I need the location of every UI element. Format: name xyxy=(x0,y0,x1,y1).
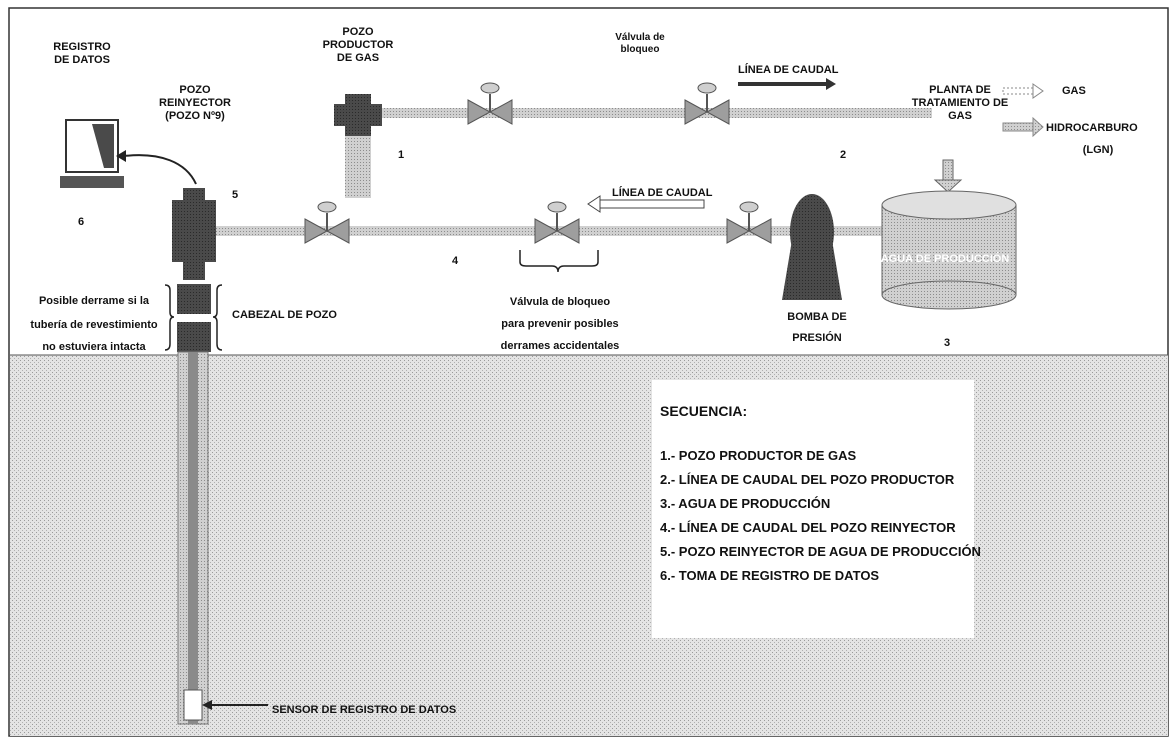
valve-icon xyxy=(467,82,513,125)
pump-label-2: PRESIÓN xyxy=(792,331,842,344)
valve-bottom-label-1: Válvula de bloqueo xyxy=(510,296,611,308)
flow-arrow-right-icon xyxy=(738,78,836,90)
valve-icon xyxy=(684,82,730,125)
flowline-mid-label: LÍNEA DE CAUDAL xyxy=(612,186,713,199)
valve-bottom-label-3: derrames accidentales xyxy=(501,340,620,352)
registro-label-1: REGISTRO xyxy=(53,41,111,53)
computer-icon xyxy=(60,119,124,188)
producer-flowline xyxy=(372,108,932,118)
left-brace xyxy=(164,284,175,351)
valve-bottom-label-2: para prevenir posibles xyxy=(501,318,618,330)
sequence-item: 5.- POZO REINYECTOR DE AGUA DE PRODUCCIÓ… xyxy=(660,544,981,559)
marker-4: 4 xyxy=(452,255,459,267)
hydrocarbon-label: HIDROCARBURO xyxy=(1046,122,1138,134)
plant-to-tank-arrow-icon xyxy=(933,159,963,193)
producer-stub xyxy=(345,128,371,198)
valve-icon xyxy=(304,201,350,244)
reinjector-label-3: (POZO Nº9) xyxy=(165,110,225,122)
marker-5: 5 xyxy=(232,189,238,201)
plant-label-3: GAS xyxy=(948,110,972,122)
producer-well xyxy=(334,94,382,136)
marker-3: 3 xyxy=(944,337,950,349)
reinjector-label-2: REINYECTOR xyxy=(159,97,231,109)
producer-label-3: DE GAS xyxy=(337,52,379,64)
gas-arrow-icon xyxy=(1002,83,1044,99)
wellhead-label: CABEZAL DE POZO xyxy=(232,309,337,321)
hydrocarbon-arrow-icon xyxy=(1002,116,1044,138)
valve-top-label-2: bloqueo xyxy=(621,44,660,55)
sequence-box xyxy=(652,380,974,638)
pump-label-1: BOMBA DE xyxy=(787,311,846,323)
data-link-arrowhead-icon xyxy=(116,150,126,162)
reinjector-label-1: POZO xyxy=(179,84,211,96)
sensor-label: SENSOR DE REGISTRO DE DATOS xyxy=(272,704,456,716)
sequence-item: 4.- LÍNEA DE CAUDAL DEL POZO REINYECTOR xyxy=(660,520,956,535)
tank-label: AGUA DE PRODUCCIÓN xyxy=(881,252,1010,265)
valve-brace xyxy=(519,250,599,273)
producer-label-1: POZO xyxy=(342,26,374,38)
marker-1: 1 xyxy=(398,149,404,161)
spill-label-2: tubería de revestimiento xyxy=(30,319,157,331)
well-casing xyxy=(177,351,209,725)
plant-label-2: TRATAMIENTO DE xyxy=(912,97,1009,109)
valve-icon xyxy=(726,201,772,244)
valve-icon xyxy=(534,201,580,244)
registro-label-2: DE DATOS xyxy=(54,54,110,66)
reinjector-well xyxy=(172,188,216,352)
spill-label-3: no estuviera intacta xyxy=(42,341,146,353)
producer-label-2: PRODUCTOR xyxy=(323,39,394,51)
marker-6: 6 xyxy=(78,216,84,228)
marker-2: 2 xyxy=(840,149,846,161)
tank-icon xyxy=(881,190,1017,310)
plant-label-1: PLANTA DE xyxy=(929,84,991,96)
sequence-title: SECUENCIA: xyxy=(660,403,747,419)
gas-label: GAS xyxy=(1062,85,1086,97)
flow-arrow-left-icon xyxy=(587,195,705,213)
right-brace xyxy=(212,284,223,351)
pump-icon xyxy=(782,194,842,300)
flowline-top-label: LÍNEA DE CAUDAL xyxy=(738,63,839,76)
spill-label-1: Posible derrame si la xyxy=(39,295,150,307)
data-link-arrow xyxy=(123,154,197,185)
sequence-item: 1.- POZO PRODUCTOR DE GAS xyxy=(660,448,857,463)
lgn-label: (LGN) xyxy=(1083,144,1114,156)
sequence-item: 3.- AGUA DE PRODUCCIÓN xyxy=(660,496,830,511)
sequence-item: 6.- TOMA DE REGISTRO DE DATOS xyxy=(660,568,879,583)
valve-top-label-1: Válvula de xyxy=(615,32,665,43)
sequence-item: 2.- LÍNEA DE CAUDAL DEL POZO PRODUCTOR xyxy=(660,472,955,487)
sensor-arrowhead-icon xyxy=(202,700,212,710)
